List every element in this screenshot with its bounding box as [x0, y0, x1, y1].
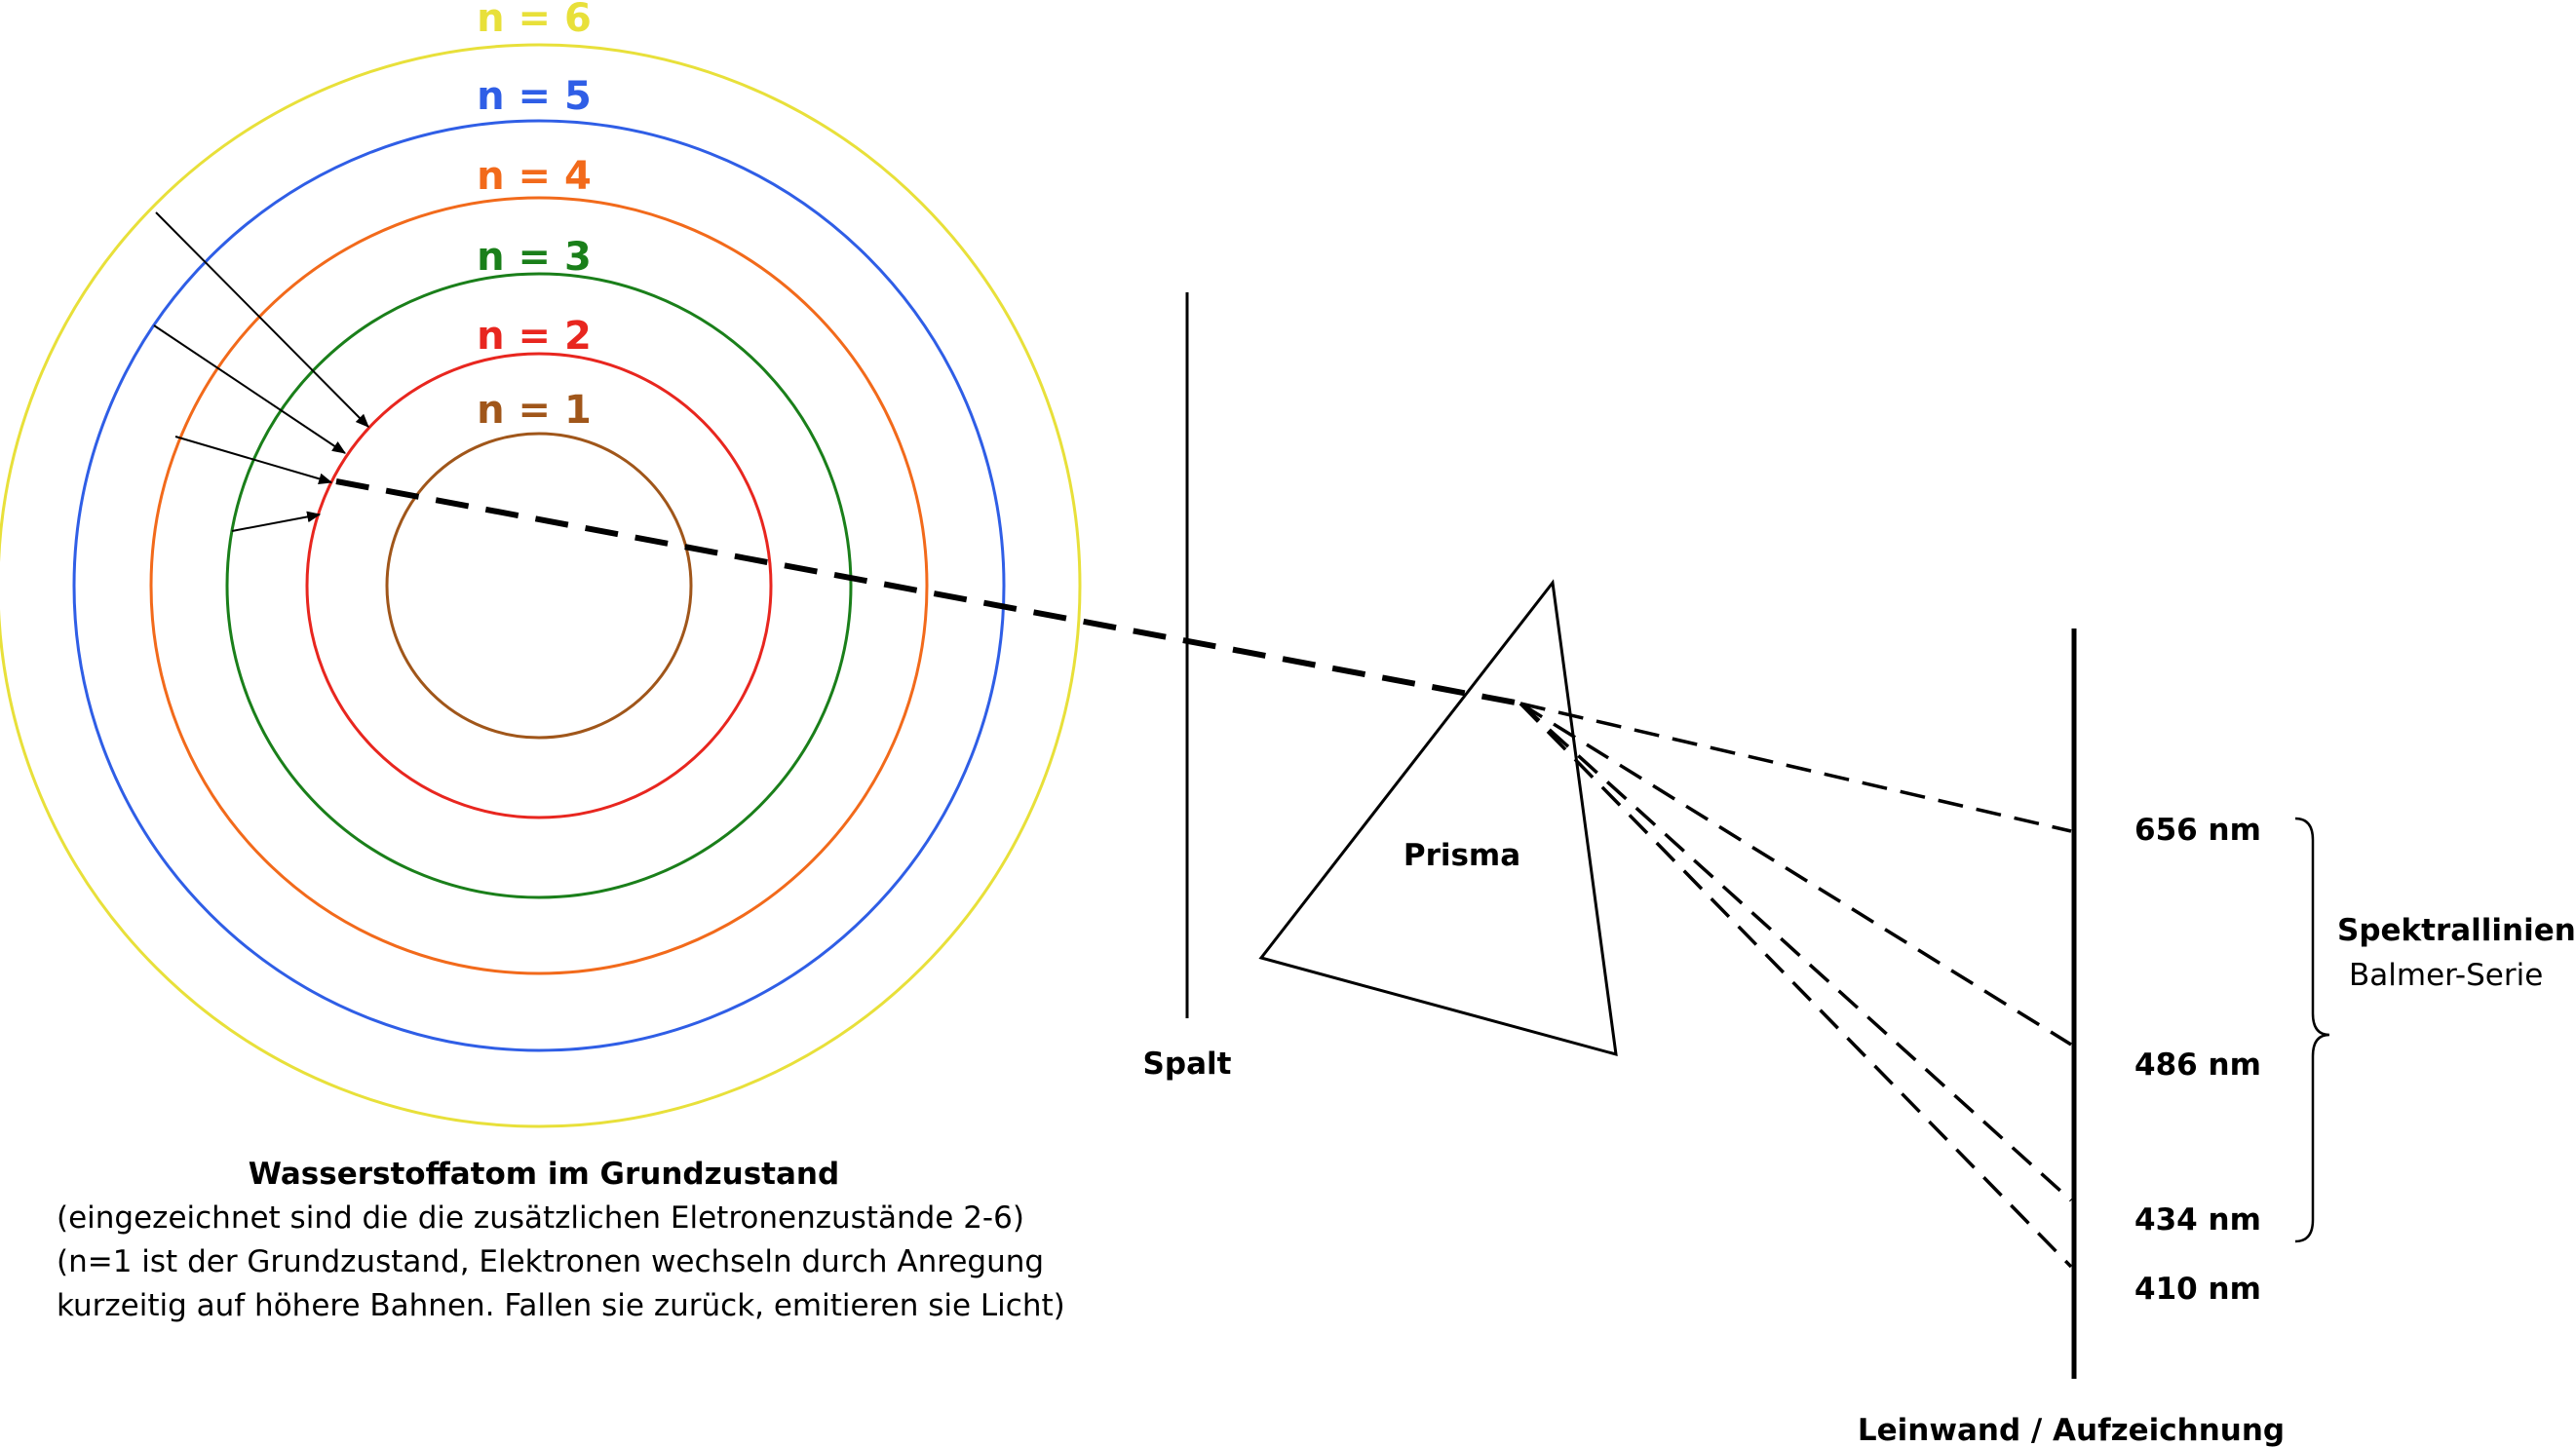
prism-label: Prisma	[1403, 838, 1520, 873]
beam-656nm	[1519, 702, 2072, 833]
dispersed-beams	[1519, 702, 2073, 1269]
spectral-brace	[2294, 817, 2330, 1243]
orbit-label-n1: n = 1	[477, 388, 592, 433]
transition-arrow-n4	[174, 436, 333, 484]
orbit-n6	[0, 43, 1082, 1128]
orbit-label-n2: n = 2	[477, 314, 592, 359]
transition-arrow-n5	[153, 324, 346, 454]
caption-line-1: (eingezeichnet sind die die zusätzlichen…	[57, 1200, 1024, 1236]
orbit-label-n3: n = 3	[477, 235, 592, 280]
beam-486nm	[1519, 702, 2072, 1047]
wavelength-labels: 656 nm 486 nm 434 nm 410 nm	[2134, 813, 2261, 1307]
beam-434nm	[1519, 702, 2073, 1202]
slit-label: Spalt	[1143, 1047, 1232, 1082]
caption-line-3: kurzeitig auf höhere Bahnen. Fallen sie …	[57, 1288, 1065, 1323]
orbit-n1	[385, 432, 693, 740]
orbit-n2	[305, 352, 773, 819]
orbit-labels: n = 6 n = 5 n = 4 n = 3 n = 2 n = 1	[477, 0, 592, 433]
orbit-label-n4: n = 4	[477, 154, 592, 199]
light-beam	[335, 478, 1521, 706]
atom-orbits	[0, 43, 1082, 1128]
orbit-n3	[225, 272, 853, 899]
caption-title: Wasserstoffatom im Grundzustand	[249, 1157, 839, 1192]
wavelength-486: 486 nm	[2134, 1047, 2261, 1083]
beam-410nm	[1519, 702, 2073, 1269]
transition-arrows	[153, 211, 369, 532]
orbit-label-n5: n = 5	[477, 74, 592, 119]
spectral-lines-label: Spektrallinien	[2337, 913, 2576, 948]
transition-arrow-n3	[231, 511, 322, 532]
orbit-n4	[149, 196, 929, 975]
wavelength-410: 410 nm	[2134, 1272, 2261, 1307]
wavelength-656: 656 nm	[2134, 813, 2261, 848]
orbit-label-n6: n = 6	[477, 0, 592, 41]
prism-shape	[1258, 579, 1618, 1057]
caption-line-2: (n=1 ist der Grundzustand, Elektronen we…	[57, 1244, 1044, 1279]
orbit-n5	[72, 119, 1006, 1052]
screen-label: Leinwand / Aufzeichnung	[1858, 1413, 2285, 1447]
wavelength-434: 434 nm	[2134, 1202, 2261, 1238]
balmer-series-label: Balmer-Serie	[2349, 958, 2543, 993]
atom-caption: Wasserstoffatom im Grundzustand (eingeze…	[57, 1157, 1065, 1323]
transition-arrow-n6	[155, 211, 369, 428]
